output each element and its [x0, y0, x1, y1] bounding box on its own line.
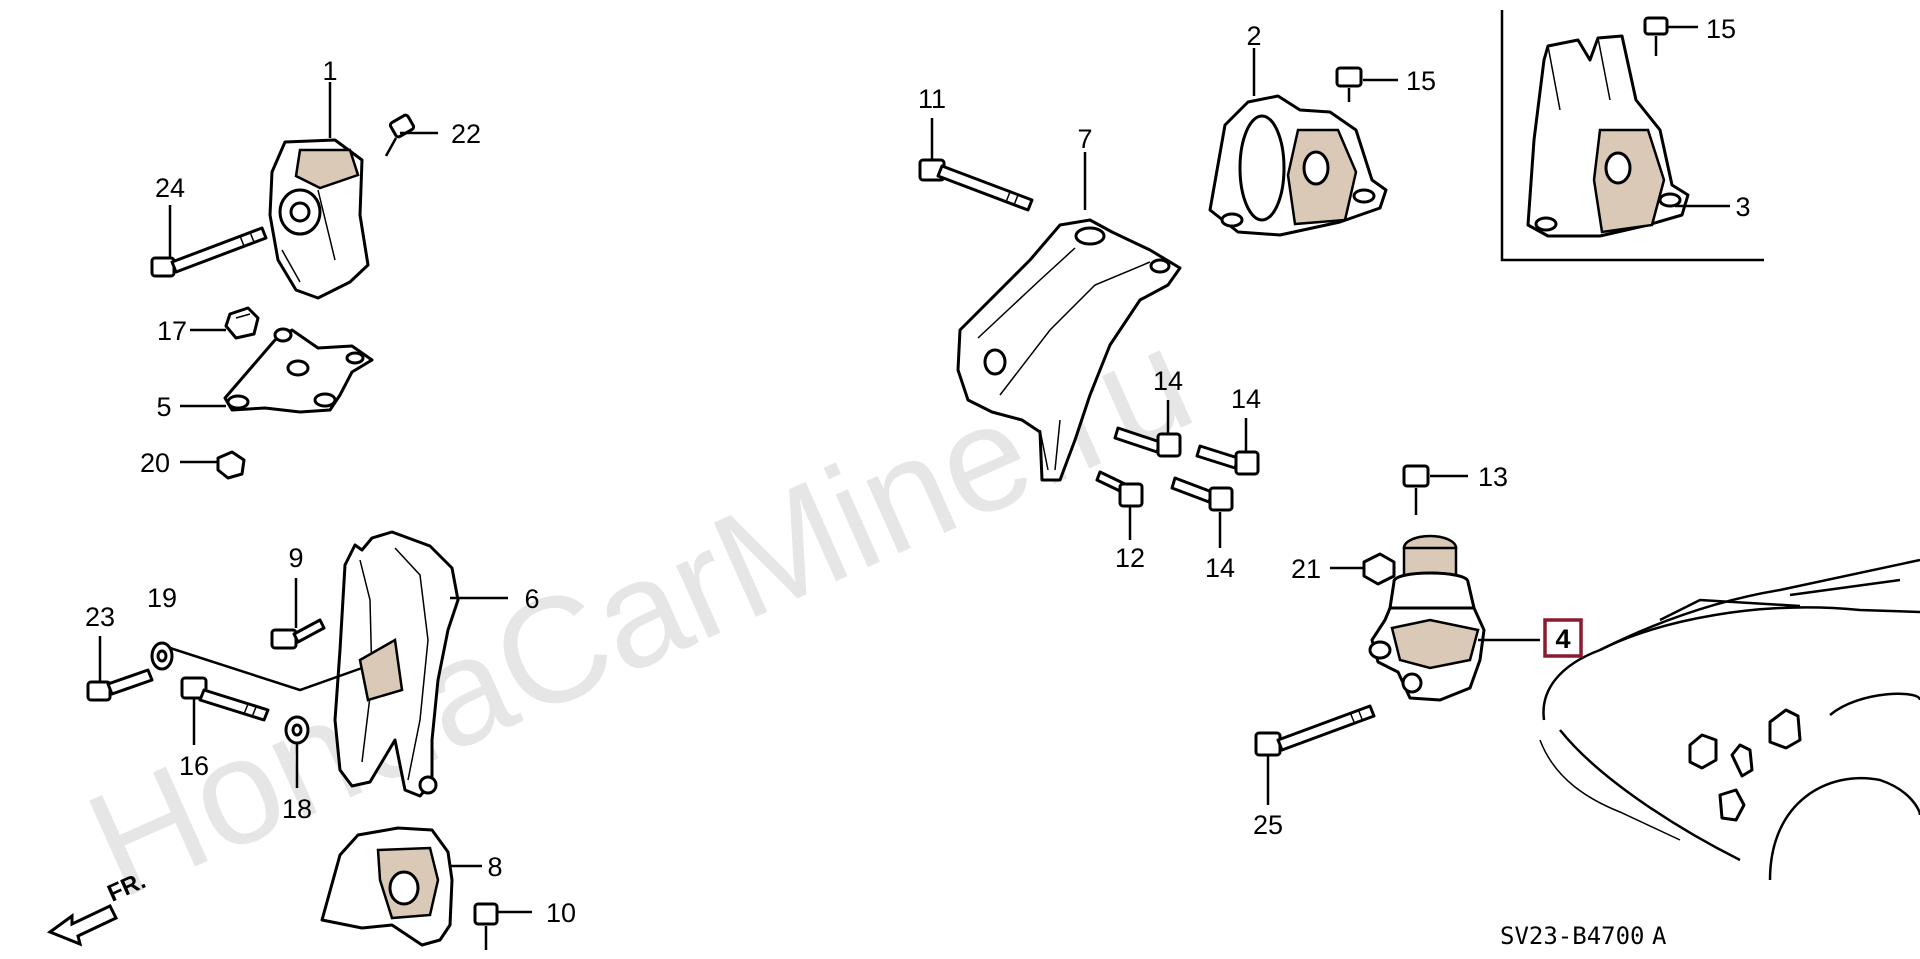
bolt-23[interactable]	[86, 668, 154, 702]
part-2-mount[interactable]	[1208, 94, 1388, 237]
callout-25: 25	[1253, 810, 1283, 840]
bolt-13[interactable]	[1402, 464, 1430, 515]
bolt-9[interactable]	[270, 618, 326, 650]
callout-11: 11	[918, 84, 946, 114]
part-8-mount[interactable]	[320, 826, 454, 947]
leader-lines	[98, 25, 1730, 914]
callout-16: 16	[179, 751, 209, 781]
washer-18[interactable]	[284, 715, 310, 745]
bolt-15-near-2[interactable]	[1335, 66, 1363, 102]
part-1-mount[interactable]	[268, 138, 370, 300]
callout-17: 17	[157, 316, 187, 346]
callout-19: 19	[147, 583, 177, 613]
bolt-22[interactable]	[384, 113, 416, 157]
leader-19-to-6	[169, 646, 363, 692]
part-7-bracket[interactable]	[956, 218, 1182, 482]
bolt-14-upper-right[interactable]	[1195, 444, 1260, 476]
callout-12: 12	[1115, 543, 1145, 573]
bolt-24[interactable]	[150, 226, 268, 278]
callout-22: 22	[451, 119, 481, 149]
callout-2: 2	[1246, 21, 1261, 51]
part-3-mount[interactable]	[1526, 34, 1690, 238]
callout-5: 5	[156, 392, 171, 422]
callout-6: 6	[524, 584, 539, 614]
callout-10: 10	[546, 898, 576, 928]
part-4-mount[interactable]	[1368, 534, 1486, 702]
callout-4-highlight-box[interactable]	[1543, 618, 1583, 658]
diagram-code-suffix: A	[1652, 922, 1667, 950]
vehicle-location-sketch	[1539, 558, 1920, 881]
callout-8: 8	[487, 852, 502, 882]
bolt-12[interactable]	[1095, 470, 1144, 508]
diagram-code: SV23-B4700	[1500, 922, 1645, 950]
callout-7: 7	[1077, 124, 1092, 154]
nut-17[interactable]	[224, 306, 260, 340]
washer-19[interactable]	[150, 641, 174, 671]
callout-20: 20	[140, 448, 170, 478]
callout-14-lower: 14	[1205, 553, 1235, 583]
bolt-15-inset[interactable]	[1643, 16, 1669, 56]
callout-24: 24	[155, 173, 185, 203]
callout-14-upper-left: 14	[1153, 366, 1183, 396]
nut-20[interactable]	[216, 450, 246, 480]
callout-4: 4	[1555, 624, 1570, 654]
callout-23: 23	[85, 602, 115, 632]
callout-14-upper-right: 14	[1231, 384, 1261, 414]
callout-13: 13	[1478, 462, 1508, 492]
callout-21: 21	[1291, 554, 1321, 584]
bolt-11[interactable]	[918, 158, 1034, 212]
part-6-bracket[interactable]	[333, 530, 460, 798]
callout-15-near-2: 15	[1406, 66, 1436, 96]
nut-21[interactable]	[1362, 552, 1396, 586]
callout-1: 1	[322, 56, 337, 86]
inset-frame	[1500, 10, 1764, 262]
bolt-25[interactable]	[1254, 704, 1376, 757]
bolt-14-lower[interactable]	[1170, 476, 1234, 512]
bolt-10[interactable]	[473, 902, 499, 950]
callout-15-inset: 15	[1706, 14, 1736, 44]
part-5-bracket[interactable]	[223, 327, 374, 414]
callout-18: 18	[282, 794, 312, 824]
callout-9: 9	[288, 543, 303, 573]
callout-3: 3	[1735, 192, 1750, 222]
